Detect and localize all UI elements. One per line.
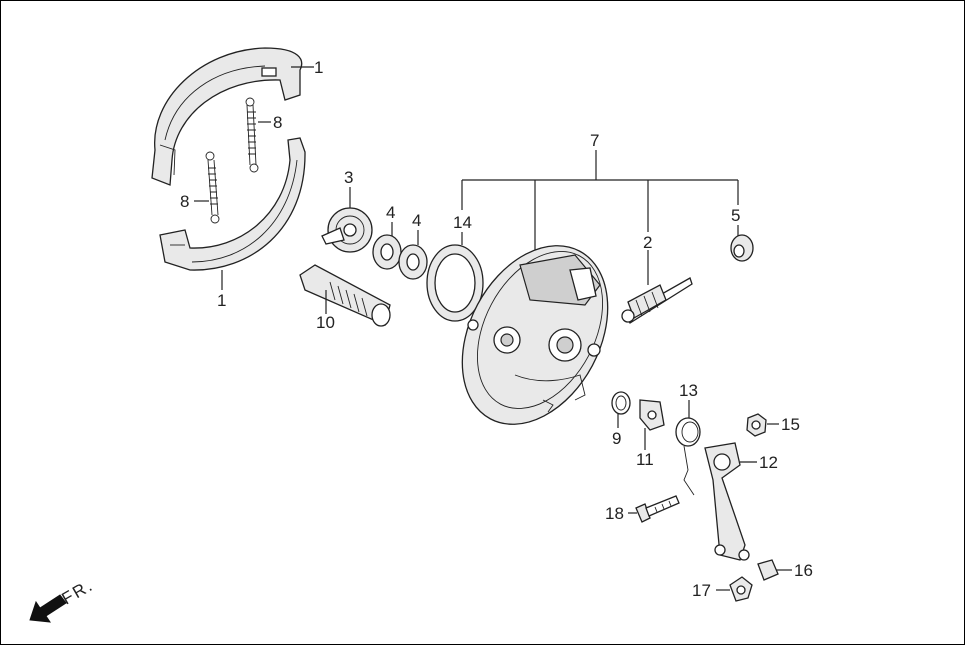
callout-3: 3 [344, 168, 353, 187]
indicator-plate-11[interactable] [639, 399, 665, 431]
washer-b[interactable] [398, 244, 428, 280]
callout-4a: 4 [386, 203, 395, 222]
callout-7: 7 [590, 131, 599, 150]
callout-2: 2 [643, 233, 652, 252]
front-arrow-icon [29, 594, 67, 623]
front-label: FR. [59, 575, 97, 608]
brake-panel[interactable] [433, 221, 637, 450]
callout-12: 12 [759, 453, 778, 472]
callout-9: 9 [612, 429, 621, 448]
callout-13: 13 [679, 381, 698, 400]
speedometer-shaft[interactable] [621, 277, 693, 324]
brake-shoe-upper[interactable] [151, 47, 303, 186]
callout-10: 10 [316, 313, 335, 332]
callout-15: 15 [781, 415, 800, 434]
callout-4b: 4 [412, 211, 421, 230]
callout-labels: 1 1 2 3 4 4 5 7 8 8 9 10 11 12 13 14 15 … [180, 58, 813, 600]
callout-11: 11 [636, 450, 654, 469]
speedometer-gear[interactable] [321, 207, 373, 253]
brake-shoe-lower[interactable] [159, 137, 306, 271]
callout-16: 16 [794, 561, 813, 580]
callout-17: 17 [692, 581, 711, 600]
nut-15[interactable] [746, 413, 767, 437]
callout-14: 14 [453, 213, 472, 232]
callout-1-upper: 1 [314, 58, 323, 77]
pin-16[interactable] [757, 559, 779, 581]
brake-arm-12[interactable] [704, 442, 750, 561]
leader-lines [194, 66, 792, 591]
bolt-18[interactable] [635, 495, 680, 523]
spring-lower[interactable] [205, 151, 220, 224]
callout-8-lower: 8 [180, 192, 189, 211]
callout-1-lower: 1 [217, 291, 226, 310]
bushing-5[interactable] [730, 234, 754, 262]
front-direction-indicator: FR. [29, 575, 97, 623]
washer-9[interactable] [611, 391, 631, 415]
washer-a[interactable] [372, 234, 402, 270]
spring-upper[interactable] [245, 97, 259, 173]
callout-8-upper: 8 [273, 113, 282, 132]
brake-cam[interactable] [299, 264, 391, 327]
oil-seal[interactable] [426, 244, 484, 322]
callout-5: 5 [731, 206, 740, 225]
nut-17[interactable] [729, 576, 753, 602]
callout-18: 18 [605, 504, 624, 523]
return-spring-13[interactable] [675, 417, 701, 496]
